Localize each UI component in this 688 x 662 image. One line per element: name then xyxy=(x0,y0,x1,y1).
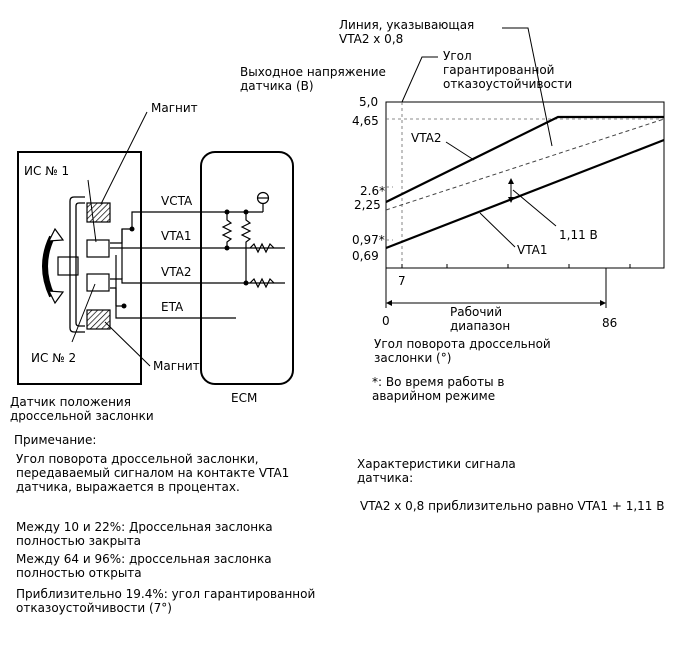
series-vta2-label: VTA2 xyxy=(411,131,441,145)
graph-xlabel-line2: заслонки (°) xyxy=(374,351,451,365)
notes-title: Примечание: xyxy=(14,433,97,447)
series-vta2-leader xyxy=(445,141,475,161)
range-label-line1: Рабочий xyxy=(450,305,502,319)
angle-label-line3: отказоустойчивости xyxy=(443,77,572,91)
characteristics-title-line1: Характеристики сигнала xyxy=(357,457,516,471)
note-p1-line2: передаваемый сигналом на контакте VTA1 xyxy=(16,466,290,480)
series-vta1-label: VTA1 xyxy=(517,243,547,257)
note-p2-line2: полностью закрыта xyxy=(16,534,142,548)
angle-label-line2: гарантированной xyxy=(443,63,554,77)
rotation-arrow-head-bottom xyxy=(47,290,65,305)
ic1-chip xyxy=(86,239,110,258)
wire-vcta xyxy=(110,211,237,244)
offset-leader xyxy=(512,189,557,227)
note-p3-line2: полностью открыта xyxy=(16,566,142,580)
magnet-bottom-label: Магнит xyxy=(153,359,200,373)
pullup-resistor-2 xyxy=(240,212,252,283)
throttle-shaft xyxy=(57,256,79,276)
sensor-caption-line1: Датчик положения xyxy=(10,395,131,409)
x-tick-7: 7 xyxy=(398,274,406,288)
offset-arrow-head-down xyxy=(508,197,514,203)
wiring xyxy=(110,211,237,319)
note-p3-line1: Между 64 и 96%: дроссельная заслонка xyxy=(16,552,272,566)
footnote-line1: *: Во время работы в xyxy=(372,375,504,389)
ic2-chip xyxy=(86,273,110,292)
rotation-arrow-head-top xyxy=(47,227,65,242)
magnet-bottom-leader xyxy=(104,321,151,367)
note-p2-line1: Между 10 и 22%: Дроссельная заслонка xyxy=(16,520,273,534)
offset-label: 1,11 В xyxy=(559,228,598,242)
pullup-resistor-1 xyxy=(221,212,233,248)
graph-frame xyxy=(385,101,665,269)
input-resistor-vta1 xyxy=(249,242,275,254)
input-resistor-vta2 xyxy=(249,277,275,289)
note-p4-line1: Приблизительно 19.4%: угол гарантированн… xyxy=(16,587,316,601)
x-tick-0: 0 xyxy=(382,314,390,328)
line-label-line2: VTA2 x 0,8 xyxy=(339,32,403,46)
ic1-label: ИС № 1 xyxy=(24,164,69,178)
ecm-block: ECM xyxy=(200,151,294,405)
offset-arrow-head-up xyxy=(508,178,514,184)
range-arrow-head-left xyxy=(386,300,392,306)
ic2-label: ИС № 2 xyxy=(31,351,76,365)
range-arrow-head-right xyxy=(600,300,606,306)
magnet-yoke-outer xyxy=(69,196,85,333)
x-tick-86: 86 xyxy=(602,316,617,330)
series-vta2-line xyxy=(385,115,664,203)
series-vta1-leader xyxy=(479,212,516,248)
magnet-top-leader xyxy=(100,111,148,205)
characteristics-title-line2: датчика: xyxy=(357,471,414,485)
signal-vta1-label: VTA1 xyxy=(161,229,191,243)
y-tick-2-6: 2.6* xyxy=(360,184,385,198)
magnet-yoke-inner xyxy=(75,202,85,327)
sensor-assembly: ИС № 1 ИС № 2 Магнит Магнит Датчик полож… xyxy=(10,101,200,423)
note-p1-line3: датчика, выражается в процентах. xyxy=(16,480,240,494)
graph-xlabel-line1: Угол поворота дроссельной xyxy=(374,337,551,351)
ecm-box xyxy=(200,151,294,385)
line-label-line1: Линия, указывающая xyxy=(339,18,474,32)
angle-label-line1: Угол xyxy=(443,49,472,63)
magnet-top xyxy=(86,202,111,223)
y-tick-0-97: 0,97* xyxy=(352,233,385,247)
graph-ylabel-line2: датчика (В) xyxy=(240,79,314,93)
characteristics-formula: VTA2 x 0,8 приблизительно равно VTA1 + 1… xyxy=(360,499,665,513)
graph-ylabel-line1: Выходное напряжение xyxy=(240,65,386,79)
series-vta1-line xyxy=(385,138,665,250)
voltage-graph: 1,11 В VTA2 VTA1 5,0 4,65 2.6* 2,25 0,97… xyxy=(240,18,665,403)
graph-x-ticks xyxy=(401,264,631,268)
footnote-line2: аварийном режиме xyxy=(372,389,495,403)
signal-vta2-label: VTA2 xyxy=(161,265,191,279)
y-tick-5-0: 5,0 xyxy=(359,95,378,109)
line-label-leader xyxy=(502,27,553,147)
graph-gridlines xyxy=(386,102,664,268)
y-tick-0-69: 0,69 xyxy=(352,249,379,263)
angle-label-leader xyxy=(401,56,438,103)
note-p4-line2: отказоустойчивости (7°) xyxy=(16,601,172,615)
y-tick-2-25: 2,25 xyxy=(354,198,381,212)
magnet-bottom xyxy=(86,309,111,330)
ic2-leader xyxy=(71,283,96,343)
signal-eta-label: ETA xyxy=(161,300,184,314)
sensor-caption-line2: дроссельной заслонки xyxy=(10,409,154,423)
magnet-top-label: Магнит xyxy=(151,101,198,115)
ic1-leader xyxy=(87,179,97,243)
y-tick-4-65: 4,65 xyxy=(352,114,379,128)
range-label-line2: диапазон xyxy=(450,319,510,333)
signal-vcta-label: VCTA xyxy=(161,194,193,208)
note-p1-line1: Угол поворота дроссельной заслонки, xyxy=(16,452,259,466)
ecm-label: ECM xyxy=(231,391,257,405)
sensor-housing xyxy=(17,151,142,385)
rotation-arrow-icon xyxy=(42,235,55,298)
